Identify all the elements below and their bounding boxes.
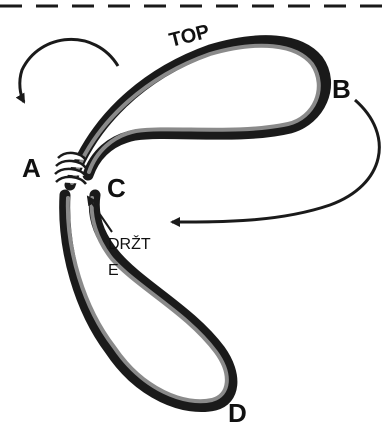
lower-loop [59,189,238,412]
label-c: C [107,173,126,203]
arrow-curved-left-icon [15,38,120,104]
arrow-pointer-icon [86,195,113,233]
label-hold-line2: E [108,262,119,279]
upper-loop [64,35,332,191]
rope-wrap-icon [54,151,87,185]
label-hold-line1: DRŽT [108,234,151,253]
arrow-curved-right-icon [170,98,381,227]
label-a: A [22,153,41,183]
label-b: B [332,74,351,104]
label-d: D [228,398,247,423]
